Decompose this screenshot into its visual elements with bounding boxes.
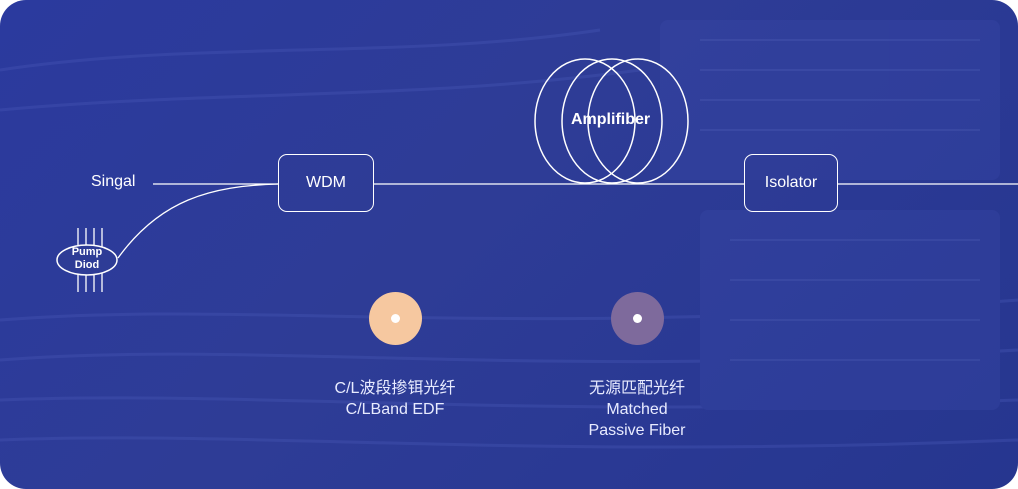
amplifier-label: Amplifiber bbox=[571, 111, 651, 128]
pump-label-line2: Diod bbox=[74, 259, 100, 271]
passive-fiber-icon bbox=[611, 292, 664, 345]
edf-caption-cn: C/L波段掺铒光纤 bbox=[334, 380, 456, 397]
passive-caption-cn: 无源匹配光纤 bbox=[588, 380, 685, 397]
pump-label-line1: Pump bbox=[71, 246, 103, 258]
pump-diode-label: Pump Diod bbox=[62, 246, 112, 272]
pump-line bbox=[117, 183, 279, 259]
edf-caption-en: C/LBand EDF bbox=[345, 401, 445, 418]
isolator-box: Isolator bbox=[744, 154, 838, 212]
wdm-box: WDM bbox=[278, 154, 374, 212]
amplifier-coil-icon bbox=[534, 58, 689, 184]
passive-caption-en2: Passive Fiber bbox=[588, 422, 686, 439]
edf-caption: C/L波段掺铒光纤 C/LBand EDF bbox=[295, 378, 495, 420]
edf-fiber-icon bbox=[369, 292, 422, 345]
pump-diode-icon bbox=[56, 244, 118, 276]
signal-label: Singal bbox=[91, 173, 136, 190]
passive-fiber-caption: 无源匹配光纤 Matched Passive Fiber bbox=[537, 378, 737, 441]
passive-caption-en: Matched bbox=[606, 401, 668, 418]
